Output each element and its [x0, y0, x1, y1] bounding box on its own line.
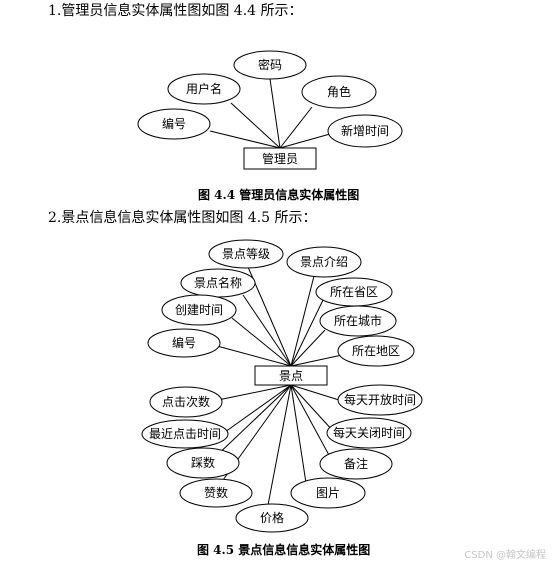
scenic-attr-close-time: 每天关闭时间: [326, 417, 412, 449]
section2-caption: 图 4.5 景点信息信息实体属性图: [197, 543, 371, 557]
scenic-attr-created-time: 创建时间: [161, 294, 237, 326]
scenic-attr-last-click-time: 最近点击时间: [141, 419, 229, 449]
scenic-attr-image: 图片: [290, 477, 366, 509]
svg-text:所在地区: 所在地区: [352, 344, 400, 358]
section1-heading: 1.管理员信息实体属性图如图 4.4 所示：: [48, 3, 303, 19]
svg-text:最近点击时间: 最近点击时间: [149, 427, 221, 441]
scenic-attr-price: 价格: [235, 503, 309, 533]
svg-text:每天关闭时间: 每天关闭时间: [333, 425, 405, 440]
svg-text:新增时间: 新增时间: [341, 123, 389, 138]
svg-text:编号: 编号: [162, 116, 186, 131]
scenic-attr-name: 景点名称: [180, 268, 256, 298]
scenic-attr-open-time: 每天开放时间: [337, 384, 423, 416]
svg-text:踩数: 踩数: [191, 455, 215, 470]
admin-er-diagram: 密码 用户名 角色 编号 新增时间 管理员: [137, 50, 403, 170]
svg-text:创建时间: 创建时间: [175, 303, 223, 317]
scenic-er-diagram: 景点等级 景点介绍 景点名称 所在省区 创建时间 所在城市 编号 所在地区: [141, 239, 423, 533]
scenic-attr-intro: 景点介绍: [286, 246, 362, 278]
admin-attr-role: 角色: [301, 75, 377, 109]
svg-text:所在城市: 所在城市: [334, 313, 382, 328]
scenic-connectors: [211, 266, 343, 506]
scenic-attr-likes: 赞数: [179, 478, 253, 508]
svg-text:密码: 密码: [258, 57, 282, 72]
svg-text:价格: 价格: [260, 510, 284, 525]
svg-text:景点介绍: 景点介绍: [300, 255, 348, 269]
svg-text:备注: 备注: [344, 456, 368, 471]
section1-caption: 图 4.4 管理员信息实体属性图: [198, 188, 360, 202]
admin-attr-password: 密码: [233, 50, 307, 80]
scenic-attr-province: 所在省区: [315, 277, 393, 307]
scenic-attr-city: 所在城市: [319, 305, 397, 337]
scenic-attr-id: 编号: [147, 328, 221, 358]
svg-text:编号: 编号: [172, 335, 196, 350]
scenic-attr-level: 景点等级: [208, 239, 284, 269]
svg-text:角色: 角色: [327, 85, 351, 99]
scenic-entity-box: 景点: [254, 365, 328, 386]
section2-heading: 2.景点信息信息实体属性图如图 4.5 所示：: [48, 210, 317, 226]
scenic-attr-district: 所在地区: [337, 335, 415, 367]
admin-entity-box: 管理员: [243, 147, 317, 170]
svg-text:赞数: 赞数: [204, 485, 228, 500]
admin-attr-created-time: 新增时间: [327, 114, 403, 148]
watermark: CSDN @翰文编程: [464, 550, 546, 561]
scenic-attr-remark: 备注: [319, 448, 393, 480]
scenic-attr-dislikes: 踩数: [166, 447, 240, 479]
svg-text:景点等级: 景点等级: [222, 247, 270, 261]
svg-text:管理员: 管理员: [262, 151, 298, 166]
svg-text:景点名称: 景点名称: [194, 275, 242, 290]
svg-text:景点: 景点: [279, 369, 303, 383]
svg-text:图片: 图片: [316, 486, 340, 500]
admin-attr-username: 用户名: [167, 73, 241, 105]
scenic-attr-click-count: 点击次数: [149, 386, 223, 418]
svg-text:每天开放时间: 每天开放时间: [344, 392, 416, 407]
svg-text:用户名: 用户名: [186, 81, 222, 96]
svg-text:点击次数: 点击次数: [162, 394, 210, 409]
admin-connectors: [209, 78, 331, 149]
admin-attr-id: 编号: [137, 108, 211, 140]
svg-text:所在省区: 所在省区: [330, 285, 378, 299]
